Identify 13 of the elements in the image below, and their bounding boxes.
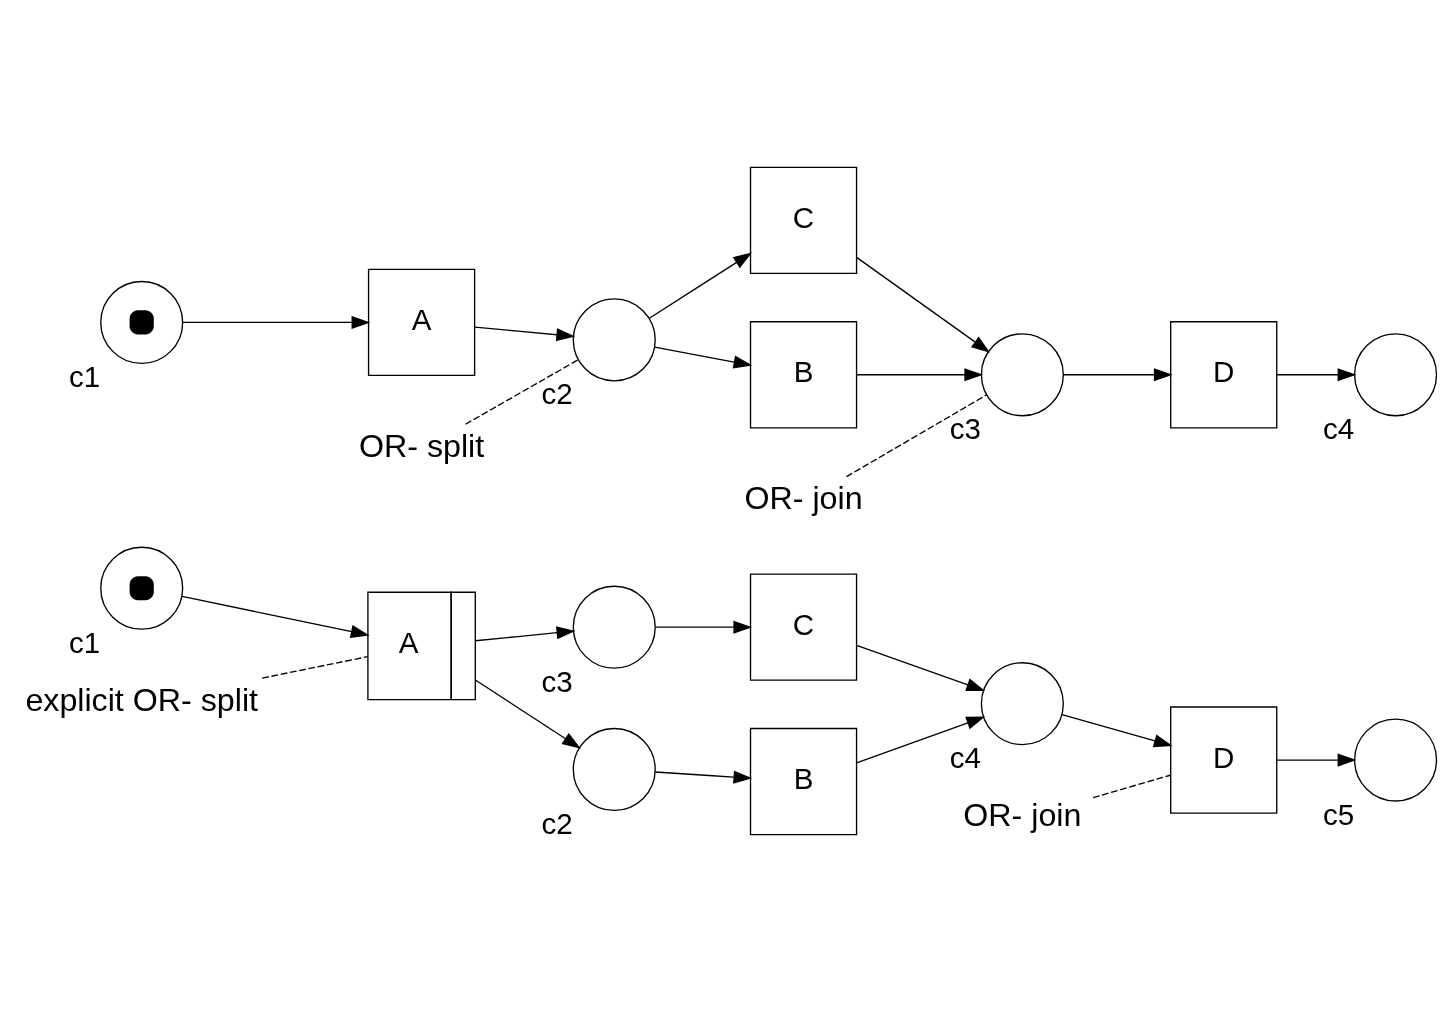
- node-label: c2: [541, 376, 573, 410]
- node-label: c4: [949, 740, 981, 774]
- node-text: explicit OR- split: [25, 681, 259, 718]
- node-label: c1: [69, 625, 101, 659]
- node-label: c5: [1322, 797, 1355, 831]
- node-text: OR- join: [744, 479, 863, 516]
- node-label: c1: [69, 359, 101, 393]
- node-label: c4: [1322, 411, 1355, 445]
- node-text: OR- join: [963, 796, 1082, 833]
- node-label: c2: [541, 806, 573, 840]
- node-label: c3: [541, 664, 573, 698]
- node-label: c3: [949, 411, 981, 445]
- node-text: OR- split: [358, 427, 485, 464]
